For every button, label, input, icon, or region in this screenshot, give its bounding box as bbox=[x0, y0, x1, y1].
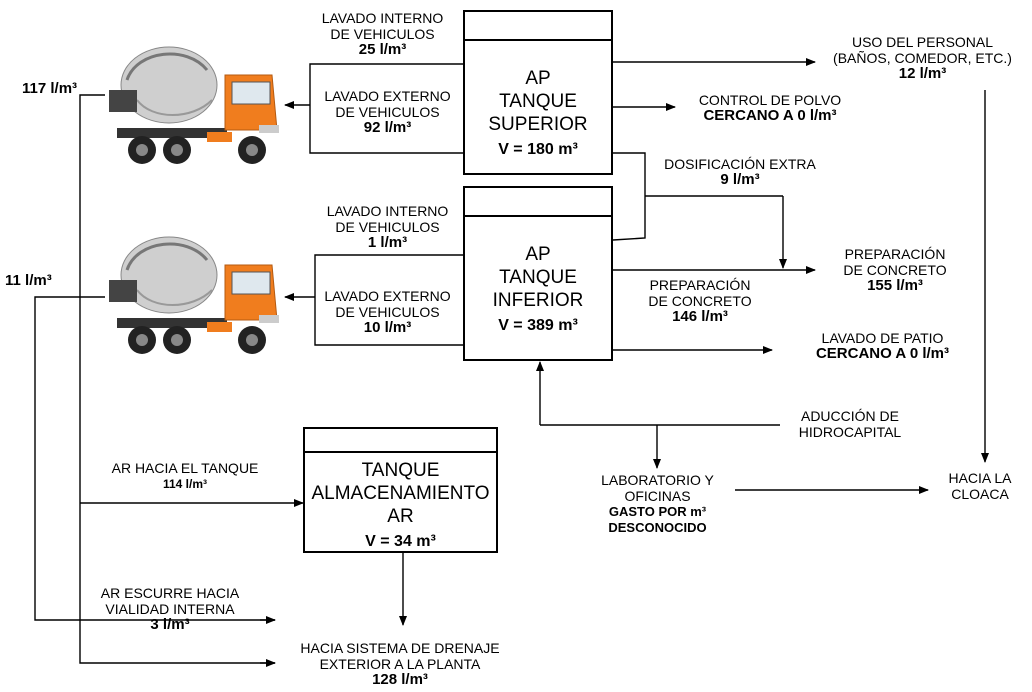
lavado-inf-bracket bbox=[314, 254, 463, 346]
label-control-polvo: CONTROL DE POLVO CERCANO A 0 l/m³ bbox=[698, 92, 842, 124]
label-uso-personal: USO DEL PERSONAL(BAÑOS, COMEDOR, ETC.) 1… bbox=[833, 34, 1012, 82]
label-11: 11 l/m³ bbox=[5, 272, 52, 289]
lavado-sup-bracket bbox=[309, 63, 463, 154]
label-lavado-patio: LAVADO DE PATIO CERCANO A 0 l/m³ bbox=[815, 330, 950, 362]
tank-label: AR bbox=[387, 506, 414, 527]
tank-label: TANQUE bbox=[499, 91, 577, 112]
tank-label: ALMACENAMIENTO bbox=[311, 483, 490, 504]
tank-volume: V = 180 m³ bbox=[498, 141, 578, 158]
tank-label: TANQUE bbox=[499, 267, 577, 288]
dosificacion-loop bbox=[612, 152, 646, 241]
tank-label: AP bbox=[525, 244, 551, 265]
concrete-mixer-truck-icon bbox=[109, 236, 279, 354]
tank-label: SUPERIOR bbox=[488, 114, 588, 135]
label-dosificacion-extra: DOSIFICACIÓN EXTRA 9 l/m³ bbox=[664, 156, 816, 188]
label-117: 117 l/m³ bbox=[22, 80, 78, 97]
collector-117 bbox=[79, 94, 275, 664]
tank-volume: V = 34 m³ bbox=[365, 533, 436, 550]
tanque-almacenamiento-ar: TANQUE ALMACENAMIENTO AR V = 34 m³ bbox=[303, 427, 498, 553]
tanque-inferior: AP TANQUE INFERIOR V = 389 m³ bbox=[463, 186, 613, 361]
tank-volume: V = 389 m³ bbox=[498, 317, 578, 334]
concrete-mixer-truck-icon bbox=[109, 46, 279, 164]
tanque-superior: AP TANQUE SUPERIOR V = 180 m³ bbox=[463, 10, 613, 175]
tank-label: INFERIOR bbox=[492, 290, 584, 311]
tank-label: TANQUE bbox=[361, 460, 440, 481]
tank-label: AP bbox=[525, 68, 551, 89]
collector-11 bbox=[34, 296, 275, 621]
label-ar-tanque: AR HACIA EL TANQUE 114 l/m³ bbox=[111, 460, 259, 491]
